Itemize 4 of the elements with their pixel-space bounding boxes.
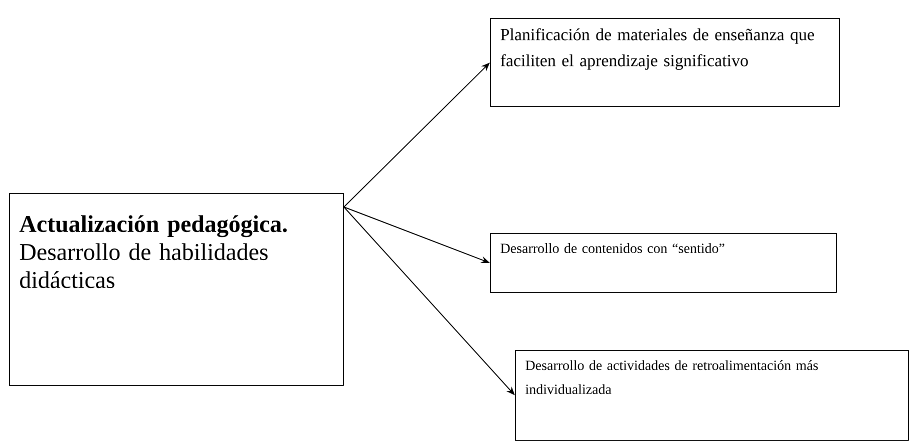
text-box: Planificación de materiales de enseñanza que faciliten el aprendizaje significativo: [490, 18, 840, 107]
text-box: Desarrollo de contenidos con “sentido”: [490, 233, 837, 293]
main-topic-box: Actualización pedagógica. Desarrollo de habilidades didácticas: [9, 193, 344, 386]
text-box: Desarrollo de actividades de retroalimentación más individualizada: [515, 350, 909, 441]
